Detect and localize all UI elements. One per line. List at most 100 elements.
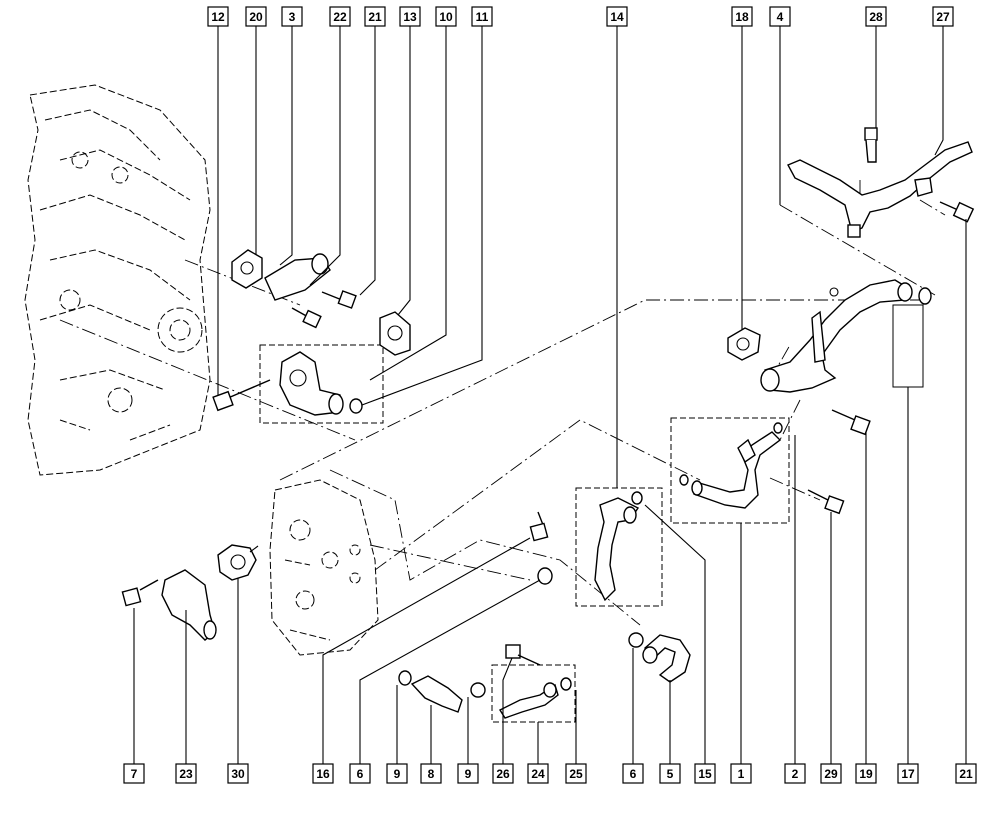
label-10: 10 bbox=[435, 6, 457, 27]
assembly-lines bbox=[59, 180, 946, 626]
svg-text:3: 3 bbox=[289, 10, 296, 24]
clamp-6-lower bbox=[628, 632, 644, 648]
svg-text:5: 5 bbox=[667, 767, 674, 781]
label-13: 13 bbox=[399, 6, 421, 27]
engine-block-detail bbox=[269, 479, 379, 656]
svg-text:13: 13 bbox=[403, 10, 417, 24]
o-ring-17 bbox=[918, 287, 932, 305]
svg-text:9: 9 bbox=[394, 767, 401, 781]
coolant-pipe-4 bbox=[760, 279, 913, 393]
svg-text:24: 24 bbox=[531, 767, 545, 781]
svg-text:28: 28 bbox=[869, 10, 883, 24]
group-box-pipe-1 bbox=[670, 417, 790, 524]
svg-text:23: 23 bbox=[179, 767, 193, 781]
svg-text:1: 1 bbox=[738, 767, 745, 781]
svg-text:2: 2 bbox=[792, 767, 799, 781]
svg-text:6: 6 bbox=[357, 767, 364, 781]
bolt-21-right bbox=[939, 201, 975, 223]
label-5: 5 bbox=[659, 763, 681, 784]
svg-text:22: 22 bbox=[333, 10, 347, 24]
svg-text:17: 17 bbox=[901, 767, 915, 781]
label-6-left: 6 bbox=[349, 763, 371, 784]
gasket-13 bbox=[379, 311, 411, 356]
top-labels: 12 20 3 22 21 13 10 11 14 18 4 28 27 bbox=[207, 6, 954, 27]
label-6-right: 6 bbox=[622, 763, 644, 784]
label-30: 30 bbox=[227, 763, 249, 784]
svg-text:25: 25 bbox=[569, 767, 583, 781]
label-21-top: 21 bbox=[364, 6, 386, 27]
label-26: 26 bbox=[492, 763, 514, 784]
svg-text:19: 19 bbox=[859, 767, 873, 781]
thermostat-30 bbox=[217, 544, 259, 581]
label-28: 28 bbox=[865, 6, 887, 27]
label-9-left: 9 bbox=[386, 763, 408, 784]
bolt-22 bbox=[291, 307, 322, 329]
label-8: 8 bbox=[420, 763, 442, 784]
bolt-19 bbox=[831, 409, 871, 436]
bolt-21-upper bbox=[321, 290, 357, 309]
label-19: 19 bbox=[855, 763, 877, 784]
o-ring-11 bbox=[349, 398, 363, 414]
svg-text:7: 7 bbox=[131, 767, 138, 781]
leader-lines bbox=[133, 26, 967, 764]
label-3: 3 bbox=[281, 6, 303, 27]
o-ring-25 bbox=[560, 677, 572, 691]
svg-text:18: 18 bbox=[735, 10, 749, 24]
svg-text:16: 16 bbox=[316, 767, 330, 781]
hose-8 bbox=[410, 675, 463, 713]
o-ring-15 bbox=[631, 491, 643, 505]
outlet-flange-3 bbox=[264, 253, 331, 301]
clamp-6-upper bbox=[537, 567, 553, 585]
label-17: 17 bbox=[897, 763, 919, 784]
coolant-pipe-27 bbox=[787, 141, 973, 238]
group-box-pipe-14 bbox=[575, 487, 663, 607]
label-23: 23 bbox=[175, 763, 197, 784]
label-15: 15 bbox=[694, 763, 716, 784]
svg-text:27: 27 bbox=[936, 10, 950, 24]
label-1: 1 bbox=[730, 763, 752, 784]
svg-text:30: 30 bbox=[231, 767, 245, 781]
group-box-pipe-24 bbox=[491, 664, 576, 723]
label-20: 20 bbox=[245, 6, 267, 27]
label-11: 11 bbox=[471, 6, 493, 27]
svg-text:11: 11 bbox=[476, 10, 489, 24]
bottom-labels: 7 23 30 16 6 9 8 9 26 24 25 6 5 15 1 2 2… bbox=[123, 763, 977, 784]
svg-text:20: 20 bbox=[249, 10, 263, 24]
svg-text:6: 6 bbox=[630, 767, 637, 781]
label-25: 25 bbox=[565, 763, 587, 784]
label-24: 24 bbox=[527, 763, 549, 784]
label-7: 7 bbox=[123, 763, 145, 784]
bolt-26 bbox=[505, 644, 541, 666]
coolant-pipe-1 bbox=[691, 431, 782, 509]
svg-text:21: 21 bbox=[368, 10, 382, 24]
hose-5 bbox=[642, 634, 691, 683]
label-16: 16 bbox=[312, 763, 334, 784]
clamp-9-right bbox=[470, 682, 486, 698]
label-27: 27 bbox=[932, 6, 954, 27]
label-12: 12 bbox=[207, 6, 229, 27]
coolant-pipe-14 bbox=[594, 497, 640, 602]
label-18: 18 bbox=[731, 6, 753, 27]
svg-text:14: 14 bbox=[610, 10, 624, 24]
svg-text:21: 21 bbox=[959, 767, 973, 781]
svg-text:8: 8 bbox=[428, 767, 435, 781]
label-21-bottom: 21 bbox=[955, 763, 977, 784]
label-4: 4 bbox=[769, 6, 791, 27]
bolt-7 bbox=[121, 579, 159, 607]
svg-text:4: 4 bbox=[777, 10, 784, 24]
svg-text:29: 29 bbox=[824, 767, 838, 781]
o-ring-2 bbox=[679, 422, 783, 486]
bolt-12 bbox=[212, 379, 271, 412]
engine-block-outline bbox=[24, 84, 211, 476]
thermostat-housing-10 bbox=[279, 351, 344, 416]
coolant-pipe-24 bbox=[498, 682, 559, 719]
group-box-17 bbox=[892, 304, 924, 388]
bolt-16 bbox=[529, 511, 549, 542]
clamp-9-left bbox=[398, 670, 412, 686]
svg-text:26: 26 bbox=[496, 767, 510, 781]
thermostat-cover-23 bbox=[161, 569, 217, 641]
svg-text:15: 15 bbox=[698, 767, 712, 781]
bolt-28 bbox=[864, 127, 878, 163]
svg-text:12: 12 bbox=[211, 10, 225, 24]
